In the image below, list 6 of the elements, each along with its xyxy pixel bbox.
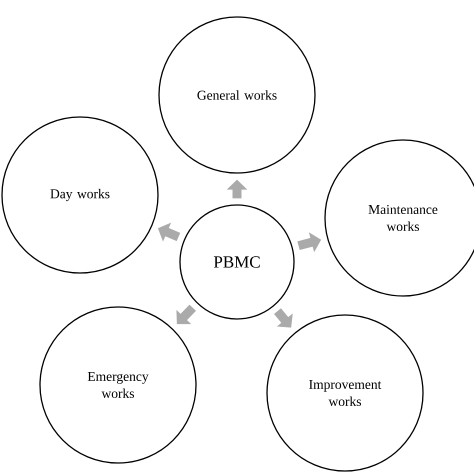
circle-node: Emergency works — [39, 306, 197, 464]
circle-node: Improvement works — [266, 314, 424, 472]
block-arrow — [274, 308, 293, 328]
circle-node: General works — [158, 16, 316, 174]
circle-node: PBMC — [179, 204, 295, 320]
circle-node: Day works — [1, 116, 159, 274]
